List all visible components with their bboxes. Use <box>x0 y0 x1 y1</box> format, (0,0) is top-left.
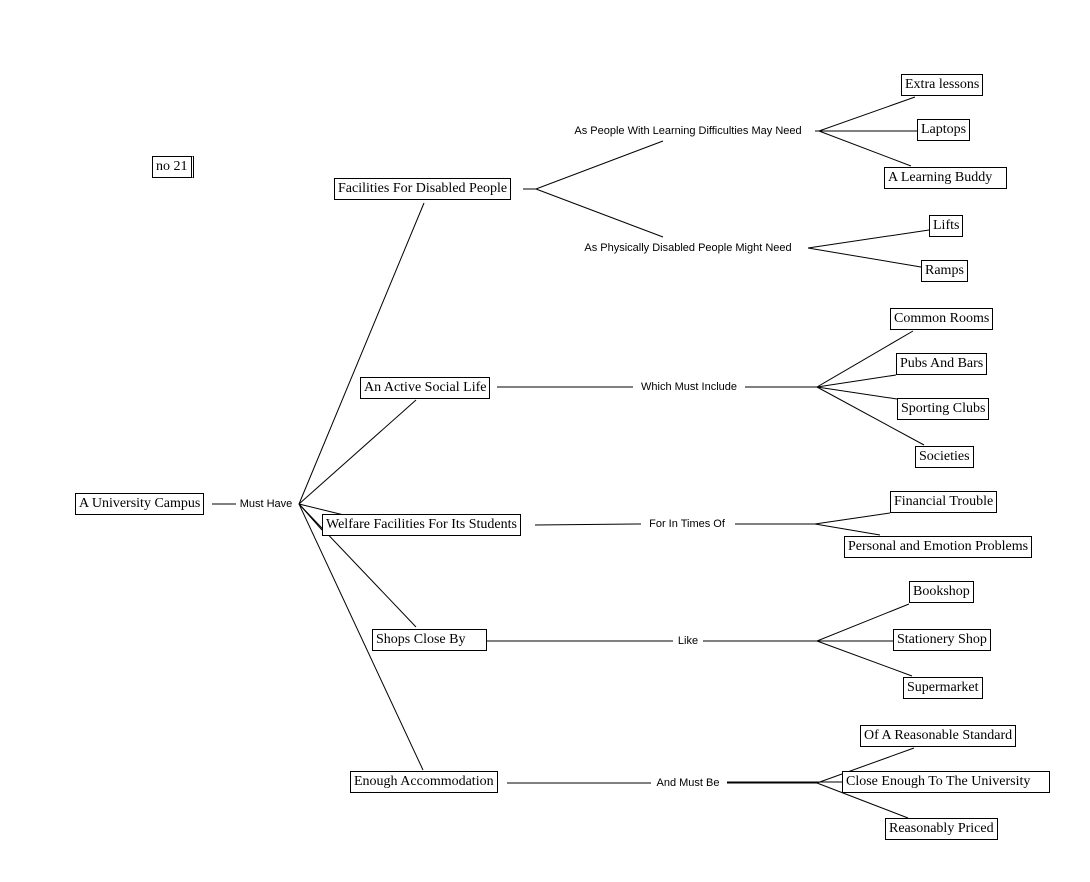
branch-node-accommodation[interactable]: Enough Accommodation <box>350 771 498 793</box>
leaf-node[interactable]: A Learning Buddy <box>884 167 1007 189</box>
leaf-node[interactable]: Ramps <box>921 260 968 282</box>
link-label: As Physically Disabled People Might Need <box>581 241 795 255</box>
leaf-node[interactable]: Laptops <box>917 119 971 141</box>
branch-node-disabled-facilities[interactable]: Facilities For Disabled People <box>334 178 512 200</box>
link-label: As People With Learning Difficulties May… <box>571 124 805 138</box>
note-box[interactable]: no 21 <box>152 156 194 178</box>
link-label: And Must Be <box>653 776 723 790</box>
branch-node-shops[interactable]: Shops Close By <box>372 629 487 651</box>
branch-node-social-life[interactable]: An Active Social Life <box>360 377 491 399</box>
link-label: Which Must Include <box>638 380 740 394</box>
branch-node-welfare[interactable]: Welfare Facilities For Its Students <box>322 514 521 536</box>
leaf-node[interactable]: Of A Reasonable Standard <box>860 725 1017 747</box>
leaf-node[interactable]: Societies <box>915 446 974 468</box>
leaf-node[interactable]: Close Enough To The University <box>842 771 1050 793</box>
leaf-node[interactable]: Lifts <box>929 215 964 237</box>
root-node[interactable]: A University Campus <box>75 493 205 515</box>
leaf-node[interactable]: Personal and Emotion Problems <box>844 536 1033 558</box>
leaf-node[interactable]: Reasonably Priced <box>885 818 998 840</box>
leaf-node[interactable]: Common Rooms <box>890 308 994 330</box>
leaf-node[interactable]: Financial Trouble <box>890 491 998 513</box>
leaf-node[interactable]: Pubs And Bars <box>896 353 988 375</box>
leaf-node[interactable]: Extra lessons <box>901 74 984 96</box>
root-link-label: Must Have <box>236 497 296 511</box>
link-label: For In Times Of <box>646 517 728 531</box>
leaf-node[interactable]: Stationery Shop <box>893 629 991 651</box>
leaf-node[interactable]: Bookshop <box>909 581 974 603</box>
leaf-node[interactable]: Supermarket <box>903 677 983 699</box>
leaf-node[interactable]: Sporting Clubs <box>897 398 990 420</box>
link-label: Like <box>674 634 702 648</box>
